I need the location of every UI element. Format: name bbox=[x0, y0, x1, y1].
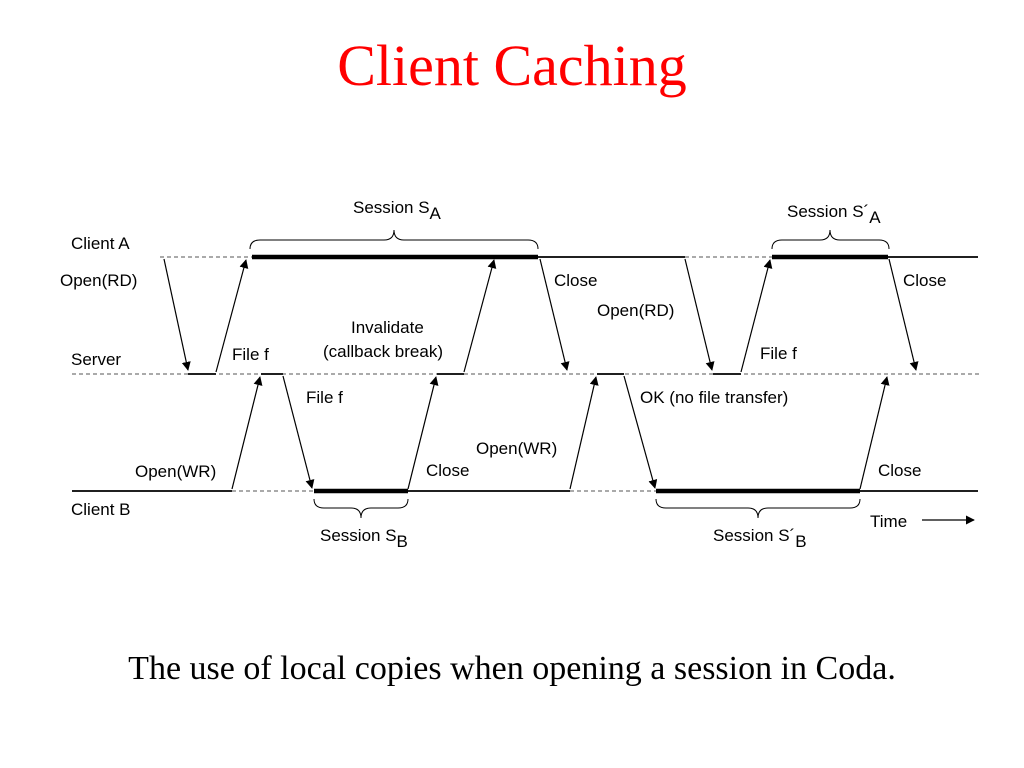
session-sb-prime-label: Session S´B bbox=[713, 526, 807, 551]
open-wr-label-2: Open(WR) bbox=[476, 439, 557, 458]
session-sb-prime-brace bbox=[655, 498, 861, 519]
session-sa-prime-label: Session S´A bbox=[787, 202, 881, 227]
ok-no-transfer-arrow bbox=[623, 375, 658, 489]
server-label: Server bbox=[71, 350, 121, 369]
close-b1-arrow bbox=[407, 376, 439, 490]
close-b2-label: Close bbox=[878, 461, 921, 480]
open-wr-arrow-1 bbox=[231, 376, 263, 490]
close-a2-arrow bbox=[888, 258, 919, 371]
slide-title: Client Caching bbox=[337, 33, 687, 98]
open-wr-label-1: Open(WR) bbox=[135, 462, 216, 481]
session-sa-brace bbox=[249, 229, 539, 250]
client-a-label: Client A bbox=[71, 234, 130, 253]
session-sb-label: Session SB bbox=[320, 526, 408, 551]
close-a1-label: Close bbox=[554, 271, 597, 290]
open-rd-label-2: Open(RD) bbox=[597, 301, 674, 320]
file-f-label-1: File f bbox=[232, 345, 269, 364]
open-wr-arrow-2 bbox=[569, 376, 599, 490]
invalidate-arrow bbox=[463, 259, 497, 373]
file-f-label-2: File f bbox=[306, 388, 343, 407]
open-rd-arrow-2 bbox=[684, 258, 715, 371]
time-label: Time bbox=[870, 512, 907, 531]
invalidate-label-line2: (callback break) bbox=[323, 342, 443, 361]
session-sa-label: Session SA bbox=[353, 198, 442, 223]
ok-no-transfer-label: OK (no file transfer) bbox=[640, 388, 788, 407]
file-f-arrow-1 bbox=[215, 259, 249, 373]
close-b2-arrow bbox=[859, 376, 890, 490]
file-f-arrow-3 bbox=[740, 259, 773, 373]
session-sa-prime-brace bbox=[771, 229, 890, 250]
close-a1-arrow bbox=[539, 258, 570, 371]
invalidate-label-line1: Invalidate bbox=[351, 318, 424, 337]
open-rd-label-1: Open(RD) bbox=[60, 271, 137, 290]
session-sb-brace bbox=[313, 498, 409, 519]
close-a2-label: Close bbox=[903, 271, 946, 290]
client-b-label: Client B bbox=[71, 500, 131, 519]
close-b1-label: Close bbox=[426, 461, 469, 480]
file-f-arrow-2 bbox=[282, 375, 315, 489]
file-f-label-3: File f bbox=[760, 344, 797, 363]
open-rd-arrow-1 bbox=[163, 258, 191, 371]
coda-caching-diagram: Client A Server Client B Open(RD) File f… bbox=[60, 198, 980, 551]
slide-caption: The use of local copies when opening a s… bbox=[128, 650, 896, 687]
